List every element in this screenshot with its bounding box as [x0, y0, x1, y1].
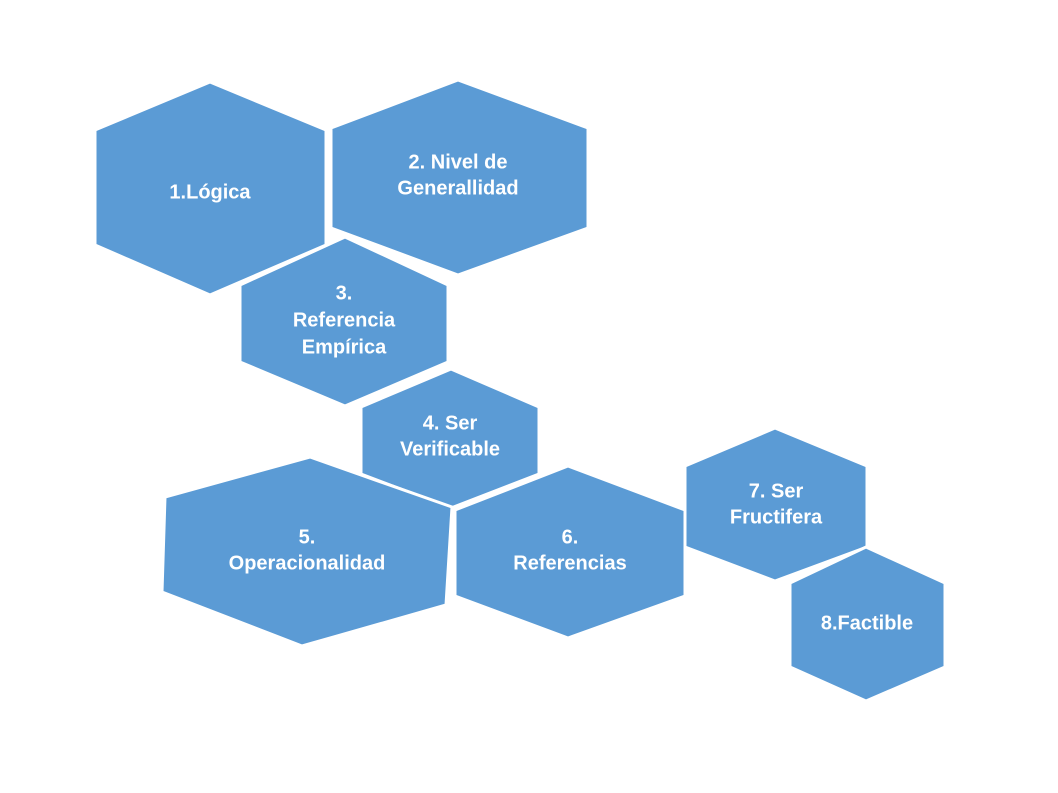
hexagon-label: Verificable [400, 438, 500, 460]
hexagon-operacionalidad: 5. Operacionalidad [160, 455, 454, 648]
hexagon-label: 6. [562, 526, 579, 548]
hexagon-label: Empírica [302, 336, 387, 358]
hexagon-label: 2. Nivel de [409, 151, 508, 173]
hexagon-label: 4. Ser [423, 412, 478, 434]
hexagon-label: 1.Lógica [169, 181, 251, 203]
hexagon-label: Fructifera [730, 506, 823, 528]
hexagon-label: 5. [299, 526, 316, 548]
hexagon-label: Referencia [293, 309, 396, 331]
hexagon-nivel-de-generalidad: 2. Nivel de Generallidad [329, 78, 590, 277]
hexagon-label: 8.Factible [821, 612, 913, 634]
hexagon-shape [238, 235, 450, 408]
hexagon-label: Referencias [513, 552, 626, 574]
hexagon-label: 7. Ser [749, 480, 804, 502]
hexagon-shape [788, 545, 947, 703]
hexagon-label: Generallidad [397, 177, 518, 199]
hexagon-label: Operacionalidad [229, 552, 386, 574]
hexagon-referencias: 6. Referencias [453, 464, 687, 640]
hexagon-shape [160, 455, 454, 648]
hexagon-factible: 8.Factible [788, 545, 947, 703]
hexagon-shape [453, 464, 687, 640]
hexagon-shape [329, 78, 590, 277]
hexagon-label: 3. [336, 282, 353, 304]
